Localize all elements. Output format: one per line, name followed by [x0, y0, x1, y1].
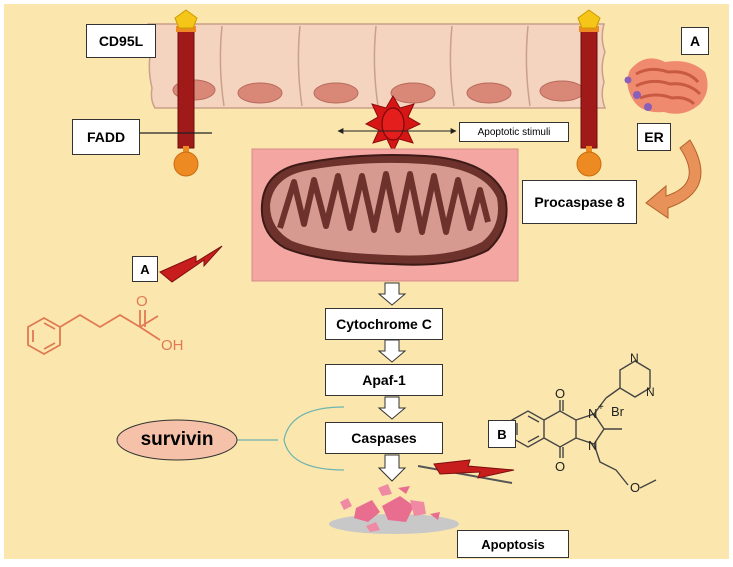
- caspases-label: Caspases: [325, 422, 443, 454]
- nucleus: [313, 82, 359, 104]
- survivin-label: survivin: [140, 429, 214, 450]
- compound-b-oxo-bottom: O: [555, 459, 565, 474]
- compound-b-charge: +: [598, 402, 604, 413]
- nucleus: [237, 82, 283, 104]
- death-receptor-right: [576, 9, 602, 177]
- er-label: ER: [637, 123, 671, 151]
- nucleus: [539, 80, 585, 102]
- survivin-ellipse: [116, 419, 238, 461]
- compound-4-phenylbutyric-acid: [27, 310, 161, 356]
- compound-a-oxygen: O: [136, 293, 148, 310]
- lightning-bolt-icon: [159, 245, 223, 283]
- compound-b-bromide: Br: [611, 404, 625, 419]
- apoptotic-cell-debris-icon: [329, 484, 459, 534]
- procaspase-8-label: Procaspase 8: [522, 180, 637, 224]
- cd95l-ligand-icon: [174, 9, 198, 29]
- death-receptor-left: [173, 9, 199, 177]
- flow-arrows: [377, 282, 407, 482]
- er-to-procaspase-arrow: [645, 139, 702, 219]
- compound-b-n-lower: N: [588, 438, 597, 453]
- mitochondrion-icon: [260, 154, 508, 266]
- compound-a-hydroxyl: OH: [161, 337, 184, 354]
- compound-b-pyrazine-n1: N: [630, 351, 639, 365]
- compound-b-methoxy-o: O: [630, 480, 640, 495]
- marker-a-left: A: [132, 256, 158, 282]
- cd95l-label: CD95L: [86, 24, 156, 58]
- cell-membrane: [146, 23, 607, 109]
- apoptotic-stimuli-label: Apoptotic stimuli: [459, 122, 569, 142]
- nucleus: [390, 82, 436, 104]
- ligand-icon: [577, 9, 601, 29]
- lightning-bolt-b-icon: [417, 459, 515, 484]
- survivin-bracket: [236, 406, 345, 471]
- compound-b-oxo-top: O: [555, 386, 565, 401]
- cytochrome-c-label: Cytochrome C: [325, 308, 443, 340]
- compound-b-n-plus: N: [588, 406, 597, 421]
- apaf-1-label: Apaf-1: [325, 364, 443, 396]
- marker-a-top: A: [681, 27, 709, 55]
- marker-b: B: [488, 420, 516, 448]
- fadd-label: FADD: [72, 119, 140, 155]
- er-organelle-icon: [624, 58, 708, 114]
- compound-b-pyrazine-n2: N: [646, 385, 655, 399]
- nucleus: [466, 82, 512, 104]
- apoptosis-label: Apoptosis: [457, 530, 569, 558]
